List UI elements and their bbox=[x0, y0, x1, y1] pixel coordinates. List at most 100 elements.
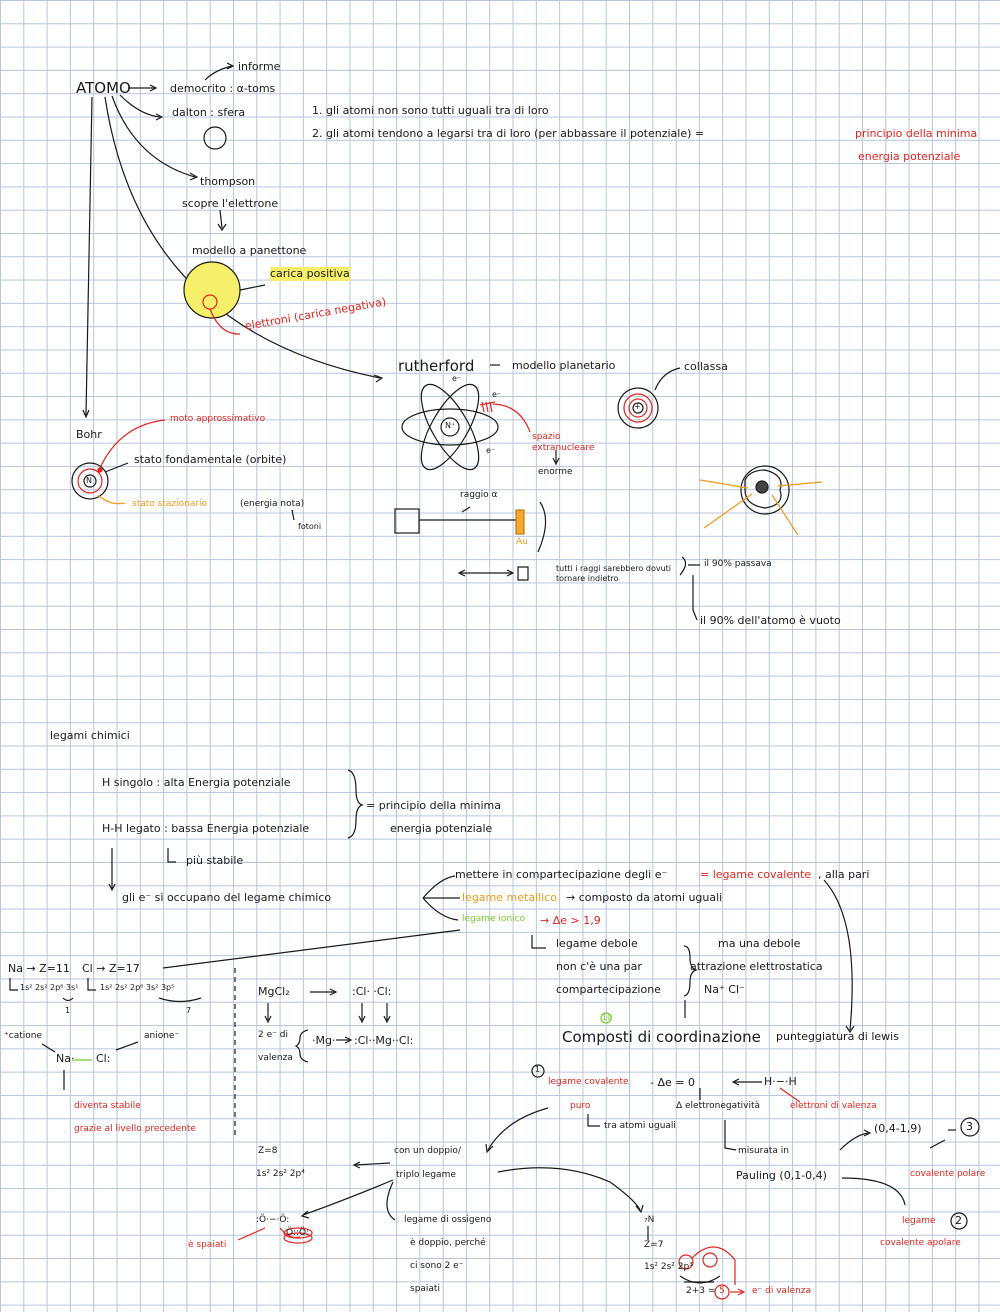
circle-two: 2 bbox=[955, 1214, 962, 1227]
bohr-nucleus-mark: N bbox=[86, 476, 92, 485]
enorme-label: enorme bbox=[538, 467, 573, 477]
range-label: (0,4-1,9) bbox=[874, 1122, 922, 1135]
diventa-label: diventa stabile bbox=[74, 1101, 141, 1111]
catione-label: ⁺catione bbox=[4, 1031, 42, 1041]
mgcl2-label: MgCl₂ bbox=[258, 985, 290, 998]
atomo-title: ATOMO bbox=[76, 79, 131, 97]
electron-mark-1: e⁻ bbox=[452, 374, 462, 383]
passava-label: il 90% passava bbox=[704, 559, 772, 569]
nucleus-mark: N⁺ bbox=[445, 421, 456, 430]
ma-una-label: ma una debole bbox=[718, 937, 801, 950]
piu-stabile: più stabile bbox=[186, 854, 244, 867]
nacl-section bbox=[9, 968, 391, 1138]
valenza-label: valenza bbox=[258, 1053, 293, 1063]
electron-mark-2: e⁻ bbox=[492, 390, 502, 399]
democrito-label: democrito : α-toms bbox=[170, 82, 276, 95]
spaiati-label: è spaiati bbox=[188, 1240, 227, 1250]
legami-brace bbox=[108, 769, 855, 1034]
triplo-label: triplo legame bbox=[396, 1170, 456, 1180]
ionico-label: legame ionico bbox=[462, 914, 526, 924]
cinque-label: 5 bbox=[719, 1286, 725, 1296]
n7-label: ₇N bbox=[644, 1215, 655, 1225]
moto-label: moto approssimativo bbox=[170, 414, 266, 424]
au-label: Au bbox=[516, 537, 528, 547]
legame-ossigeno: legame di ossigeno bbox=[404, 1215, 492, 1225]
rule-1: 1. gli atomi non sono tutti uguali tra d… bbox=[312, 104, 549, 117]
na-label: Na → Z=11 bbox=[8, 962, 70, 975]
brace-energia: energia potenziale bbox=[390, 822, 493, 835]
raggi-note: tutti i raggi sarebbero dovuti tornare i… bbox=[556, 564, 671, 583]
z8-label: Z=8 bbox=[258, 1146, 278, 1156]
cl-conf: 1s² 2s² 2p⁶ 3s² 3p⁵ bbox=[100, 983, 175, 992]
na-lewis: Na· bbox=[56, 1052, 75, 1065]
h-singolo: H singolo : alta Energia potenziale bbox=[102, 776, 291, 789]
polare-label: covalente polare bbox=[910, 1169, 986, 1179]
delta-label: → Δe > 1,9 bbox=[540, 914, 601, 927]
dalton-label: dalton : sfera bbox=[172, 106, 246, 119]
rule-2: 2. gli atomi tendono a legarsi tra di lo… bbox=[312, 127, 705, 140]
cl-seven: 7 bbox=[186, 1006, 192, 1015]
z7-label: Z=7 bbox=[644, 1240, 664, 1250]
bohr-atom bbox=[71, 419, 295, 521]
metallico-label: legame metallico bbox=[462, 891, 558, 904]
legami-title: legami chimici bbox=[50, 729, 130, 742]
el-valenza-label: elettroni di valenza bbox=[790, 1101, 877, 1111]
tra-atomi-label: tra atomi uguali bbox=[604, 1121, 676, 1131]
stato-fond-label: stato fondamentale (orbite) bbox=[134, 453, 287, 466]
panettone-label: modello a panettone bbox=[192, 244, 307, 257]
compart-label: compartecipazione bbox=[556, 983, 661, 996]
ci-sono: ci sono 2 e⁻ bbox=[410, 1261, 464, 1271]
vuoto-label: il 90% dell'atomo è vuoto bbox=[700, 614, 841, 627]
composto-label: → composto da atomi uguali bbox=[566, 891, 723, 904]
mg-lewis: ·Mg· bbox=[312, 1034, 336, 1047]
debole-label: legame debole bbox=[556, 937, 638, 950]
informe-label: informe bbox=[238, 60, 281, 73]
doppio-label: con un doppio/ bbox=[394, 1146, 461, 1156]
brace-principio: = principio della minima bbox=[366, 799, 501, 812]
cl-lewis: Cl: bbox=[96, 1052, 111, 1065]
due-e-label: 2 e⁻ di bbox=[258, 1030, 288, 1040]
circle-one: 1 bbox=[535, 1065, 541, 1074]
conf8-label: 1s² 2s² 2p⁴ bbox=[256, 1169, 305, 1179]
nacl-label: Na⁺ Cl⁻ bbox=[704, 983, 745, 996]
non-ce-label: non c'è una par bbox=[556, 960, 642, 973]
thompson-label: thompson bbox=[200, 175, 256, 188]
anione-label: anione⁻ bbox=[144, 1031, 180, 1041]
doppio-perche: è doppio, perché bbox=[410, 1238, 486, 1248]
energia-nota-label: (energia nota) bbox=[240, 499, 305, 509]
rule-principio: principio della minima bbox=[855, 127, 978, 140]
covalente-label: = legame covalente bbox=[700, 868, 812, 881]
covalent-section bbox=[237, 1012, 980, 1300]
collassa-nucleus-mark: + bbox=[634, 402, 641, 411]
bohr-label: Bohr bbox=[76, 428, 102, 441]
o-o-lewis: :Ö·−·Ö: bbox=[256, 1215, 290, 1225]
alla-pari-label: , alla pari bbox=[818, 868, 870, 881]
lewis-label: punteggiatura di lewis bbox=[776, 1030, 899, 1043]
raggio-label: raggio α bbox=[460, 490, 498, 500]
o-o-double: Ö::Ö: bbox=[286, 1228, 309, 1238]
elettroneg-label: Δ elettronegatività bbox=[676, 1101, 761, 1111]
circle-three: 3 bbox=[966, 1120, 973, 1133]
cl-cl-lewis: :Cl· ·Cl: bbox=[352, 985, 392, 998]
misurata-label: misurata in bbox=[738, 1146, 789, 1156]
apolare-2-label: covalente apolare bbox=[880, 1238, 961, 1248]
rule-energia: energia potenziale bbox=[858, 150, 961, 163]
mgcl2-chain: :Cl··Mg··Cl: bbox=[354, 1034, 414, 1047]
rutherford-atom bbox=[401, 364, 681, 471]
rutherford-label: rutherford bbox=[398, 357, 475, 375]
hh-legato: H-H legato : bassa Energia potenziale bbox=[102, 822, 310, 835]
green-ten: 10 bbox=[602, 1013, 613, 1022]
cl-label: Cl → Z=17 bbox=[82, 962, 140, 975]
electron-mark-3: e⁻ bbox=[486, 446, 496, 455]
planetario-label: modello planetario bbox=[512, 359, 616, 372]
attrazione-label: attrazione elettrostatica bbox=[690, 960, 823, 973]
delta0-label: - Δe = 0 bbox=[650, 1076, 695, 1089]
pauling-label: Pauling (0,1-0,4) bbox=[736, 1169, 827, 1182]
puro-label: puro bbox=[570, 1101, 591, 1111]
sum-label: 2+3 = bbox=[686, 1286, 716, 1296]
mettere-label: mettere in compartecipazione degli e⁻ bbox=[455, 868, 668, 881]
apolare-1-label: legame bbox=[902, 1216, 936, 1226]
grazie-label: grazie al livello precedente bbox=[74, 1124, 196, 1134]
